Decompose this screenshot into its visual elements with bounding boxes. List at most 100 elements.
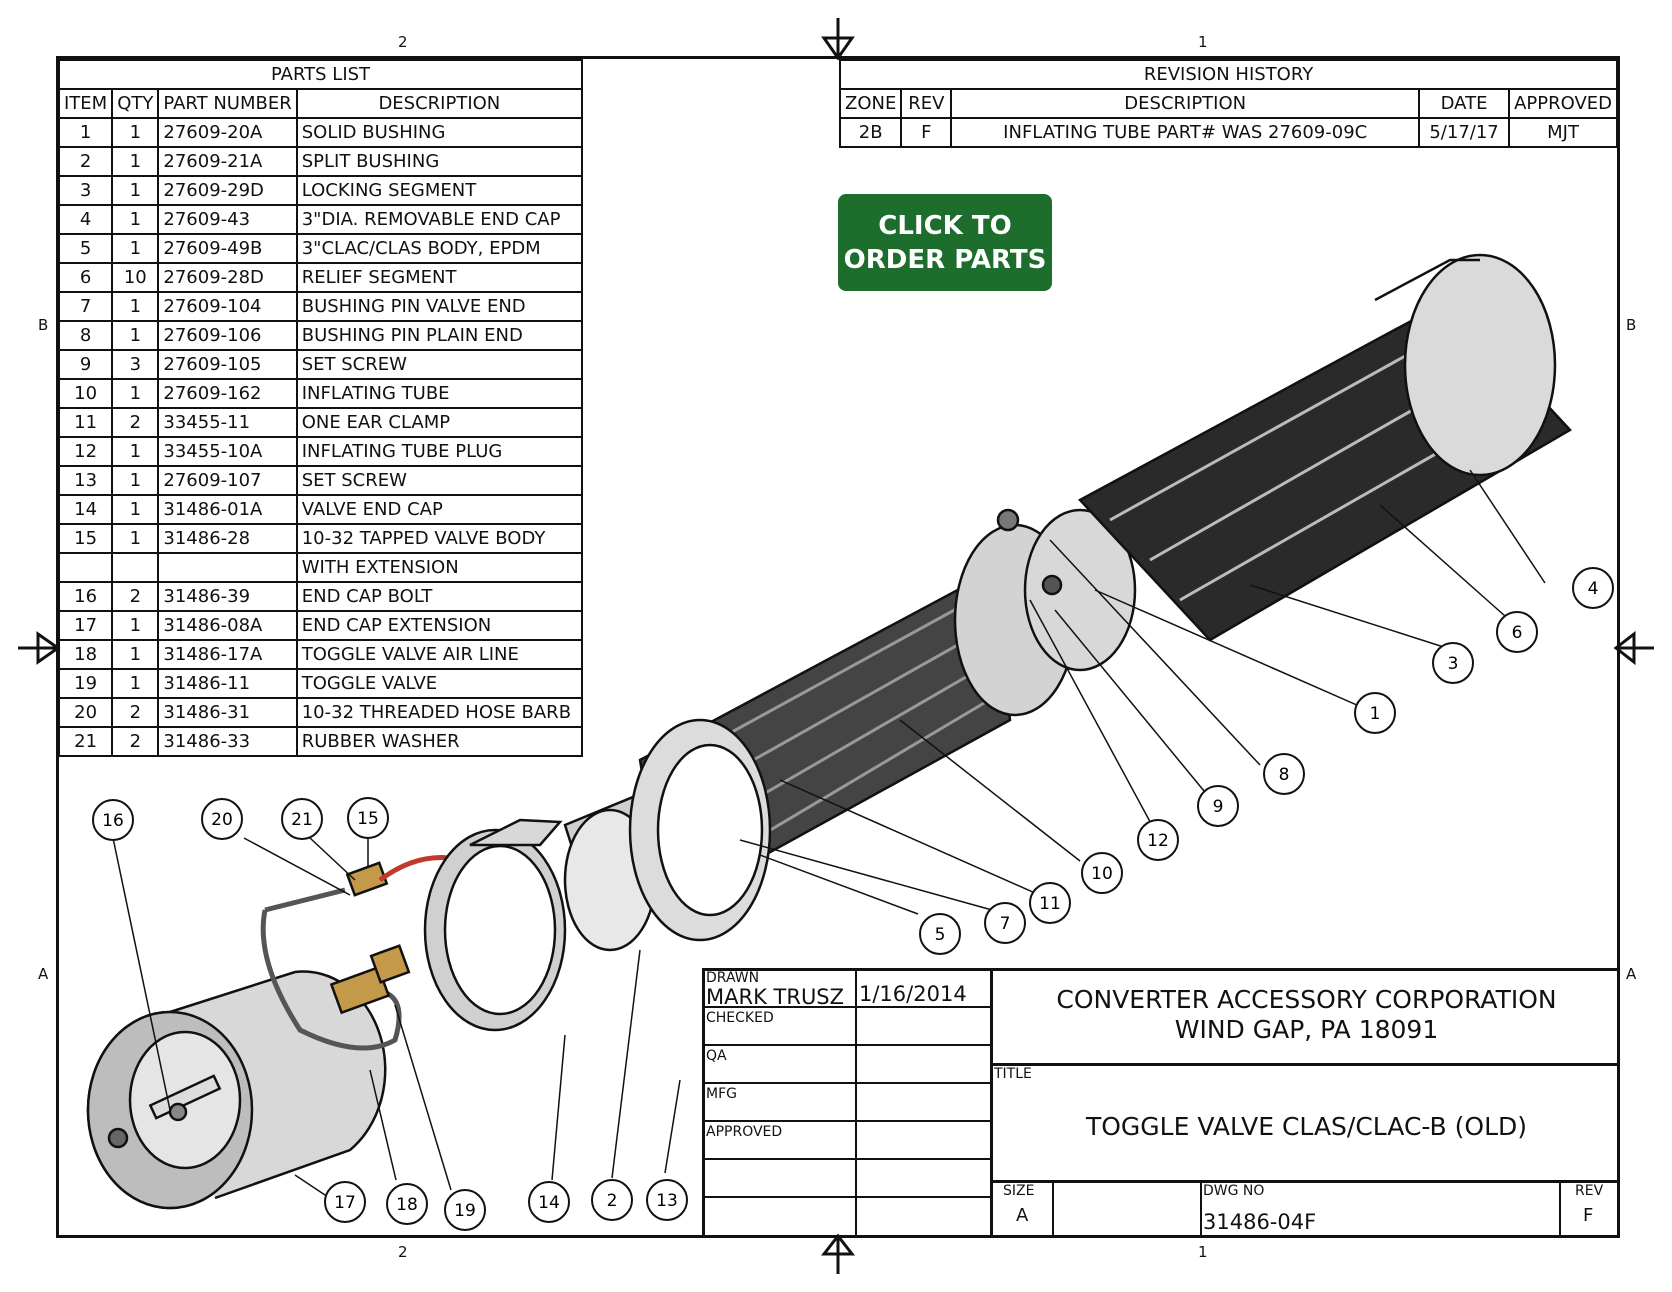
balloon-label: 5 bbox=[935, 925, 946, 945]
parts-cell: VALVE END CAP bbox=[295, 494, 584, 525]
parts-cell: SPLIT BUSHING bbox=[295, 146, 584, 177]
balloon-15: 15 bbox=[347, 797, 389, 839]
parts-cell: 27609-21A bbox=[157, 146, 298, 177]
dwg-no-label: DWG NO bbox=[1203, 1183, 1265, 1199]
balloon-18: 18 bbox=[386, 1183, 428, 1225]
parts-cell: 27609-29D bbox=[157, 175, 298, 206]
balloon-circle bbox=[646, 1179, 688, 1221]
parts-cell: 1 bbox=[111, 639, 160, 670]
revision-cell: F bbox=[900, 117, 953, 148]
balloon-label: 8 bbox=[1279, 765, 1290, 785]
balloon-16: 16 bbox=[92, 799, 134, 841]
parts-cell: 33455-10A bbox=[157, 436, 298, 467]
balloon-label: 15 bbox=[357, 809, 379, 829]
parts-cell: 16 bbox=[57, 581, 114, 612]
parts-cell bbox=[111, 552, 160, 583]
parts-column-header: PART NUMBER bbox=[157, 88, 298, 119]
revision-cell: MJT bbox=[1508, 117, 1618, 148]
parts-cell: 1 bbox=[111, 175, 160, 206]
zone-left-a: A bbox=[38, 965, 49, 983]
order-button-line1: CLICK TO bbox=[878, 210, 1012, 241]
qa-label: QA bbox=[706, 1048, 727, 1064]
balloon-10: 10 bbox=[1081, 852, 1123, 894]
parts-row: WITH EXTENSION bbox=[57, 552, 584, 583]
balloon-circle bbox=[591, 1179, 633, 1221]
parts-cell: SET SCREW bbox=[295, 465, 584, 496]
parts-cell: 3 bbox=[111, 349, 160, 380]
parts-cell bbox=[157, 552, 298, 583]
order-parts-button[interactable]: CLICK TO ORDER PARTS bbox=[838, 194, 1052, 291]
balloon-label: 21 bbox=[291, 810, 313, 830]
balloon-7: 7 bbox=[984, 902, 1026, 944]
balloon-circle bbox=[1354, 692, 1396, 734]
title-label: TITLE bbox=[994, 1066, 1032, 1082]
drawn-by: MARK TRUSZ bbox=[706, 985, 845, 1009]
balloon-circle bbox=[984, 902, 1026, 944]
balloon-19: 19 bbox=[444, 1189, 486, 1231]
parts-cell: END CAP EXTENSION bbox=[295, 610, 584, 641]
revision-column-header: REV bbox=[900, 88, 953, 119]
parts-cell: 1 bbox=[111, 291, 160, 322]
revision-column-header: DATE bbox=[1418, 88, 1511, 119]
balloon-9: 9 bbox=[1197, 785, 1239, 827]
balloon-21: 21 bbox=[281, 798, 323, 840]
parts-cell: 2 bbox=[111, 726, 160, 757]
parts-cell: 21 bbox=[57, 726, 114, 757]
company-address: WIND GAP, PA 18091 bbox=[1174, 1015, 1439, 1044]
zone-bottom-right: 1 bbox=[1198, 1243, 1208, 1261]
balloon-label: 11 bbox=[1039, 894, 1061, 914]
parts-cell: 10-32 TAPPED VALVE BODY bbox=[295, 523, 584, 554]
parts-cell: 5 bbox=[57, 233, 114, 264]
parts-cell: 1 bbox=[111, 146, 160, 177]
parts-cell: 1 bbox=[111, 378, 160, 409]
parts-cell: WITH EXTENSION bbox=[295, 552, 584, 583]
balloon-circle bbox=[1137, 819, 1179, 861]
revision-column-header: DESCRIPTION bbox=[950, 88, 1421, 119]
revision-column-header: APPROVED bbox=[1508, 88, 1618, 119]
parts-cell: 31486-11 bbox=[157, 668, 298, 699]
rev-label: REV bbox=[1575, 1183, 1604, 1199]
balloon-3: 3 bbox=[1432, 642, 1474, 684]
balloon-circle bbox=[1197, 785, 1239, 827]
balloon-12: 12 bbox=[1137, 819, 1179, 861]
balloon-label: 20 bbox=[211, 810, 233, 830]
balloon-5: 5 bbox=[919, 913, 961, 955]
parts-cell: 6 bbox=[57, 262, 114, 293]
balloon-circle bbox=[324, 1181, 366, 1223]
parts-cell: 2 bbox=[111, 581, 160, 612]
zone-right-a: A bbox=[1626, 965, 1637, 983]
balloon-4: 4 bbox=[1572, 567, 1614, 609]
revision-cell: 2B bbox=[838, 117, 903, 148]
balloon-label: 9 bbox=[1213, 797, 1224, 817]
order-button-line2: ORDER PARTS bbox=[843, 244, 1047, 275]
balloon-circle bbox=[92, 799, 134, 841]
balloon-label: 7 bbox=[1000, 914, 1011, 934]
parts-cell: 27609-28D bbox=[157, 262, 298, 293]
balloon-circle bbox=[201, 798, 243, 840]
parts-cell: 31486-31 bbox=[157, 697, 298, 728]
parts-cell: 10-32 THREADED HOSE BARB bbox=[295, 697, 584, 728]
zone-left-b: B bbox=[38, 316, 49, 334]
revision-cell: 5/17/17 bbox=[1418, 117, 1511, 148]
balloon-circle bbox=[919, 913, 961, 955]
zone-right-b: B bbox=[1626, 316, 1637, 334]
parts-cell: 1 bbox=[111, 465, 160, 496]
size-value: A bbox=[1016, 1205, 1029, 1226]
balloon-20: 20 bbox=[201, 798, 243, 840]
parts-list-title: PARTS LIST bbox=[58, 59, 583, 90]
parts-cell bbox=[57, 552, 114, 583]
revision-cell: INFLATING TUBE PART# WAS 27609-09C bbox=[950, 117, 1421, 148]
zone-top-left: 2 bbox=[398, 33, 408, 51]
balloon-1: 1 bbox=[1354, 692, 1396, 734]
parts-cell: BUSHING PIN VALVE END bbox=[295, 291, 584, 322]
balloon-6: 6 bbox=[1496, 611, 1538, 653]
